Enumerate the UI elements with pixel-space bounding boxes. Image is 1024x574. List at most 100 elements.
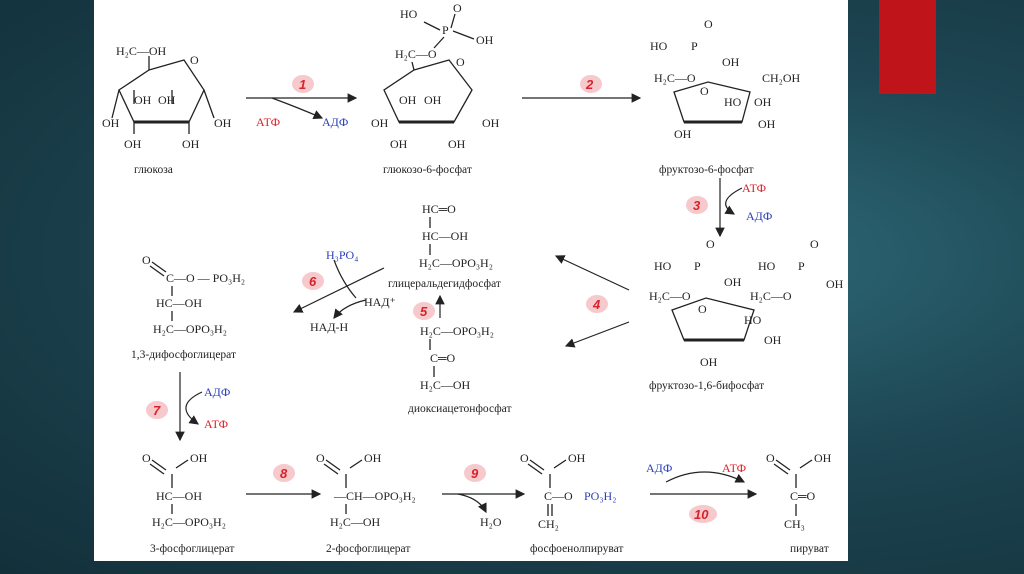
adp-label: АДФ <box>322 115 348 129</box>
f16bp-c1-group: H₂C—O <box>750 289 792 303</box>
step-6: 6 H₃PO₄ НАД⁺ НАД-Н <box>292 248 396 334</box>
carbonyl-oxygen: O <box>316 451 325 465</box>
carbonyl-oxygen: O <box>142 253 151 267</box>
carboxyl-oh: OH <box>364 451 382 465</box>
label-g6p: глюкозо-6-фосфат <box>383 164 472 176</box>
nad-label: НАД⁺ <box>364 295 396 309</box>
acyl-phosphate: C—O — PO₃H₂ <box>166 271 245 285</box>
phosphorus: P <box>691 39 698 53</box>
step-5: 5 <box>413 294 445 320</box>
phosphoryl-o: O <box>810 237 819 251</box>
g6p-oh: OH <box>482 116 500 130</box>
methylene-group: CH₂ <box>538 517 559 531</box>
glucose-6-phosphate-structure: HO P O OH H₂C—O O OH OH OH OH OH OH глюк… <box>371 1 500 176</box>
f6p-c1-group: CH₂OH <box>762 71 801 85</box>
glucose-oh: OH <box>134 93 152 107</box>
f6p-oh: OH <box>674 127 692 141</box>
atp-label: АТФ <box>742 181 766 195</box>
ring-oxygen: O <box>456 55 465 69</box>
fructose-6-phosphate-structure: HO P O OH H₂C—O CH₂OH O HO OH OH OH фрук… <box>650 17 801 176</box>
hc-oh-group: HC—OH <box>422 229 468 243</box>
glucose-oh: OH <box>124 137 142 151</box>
atp-label: АТФ <box>256 115 280 129</box>
g6p-oh: OH <box>390 137 408 151</box>
phosphate-group: H₂C—OPO₃H₂ <box>420 324 494 338</box>
label-pep: фосфоенолпируват <box>530 543 623 555</box>
atp-label: АТФ <box>204 417 228 431</box>
ho-group: HO <box>654 259 672 273</box>
phosphorus: P <box>798 259 805 273</box>
phosphate-group: H₂C—OPO₃H₂ <box>153 322 227 336</box>
p-oh: OH <box>476 33 494 47</box>
carbonyl-oxygen: O <box>520 451 529 465</box>
step-3: 3 АТФ АДФ <box>686 178 772 238</box>
adp-label: АДФ <box>646 461 672 475</box>
phosphate-group: H₂C—OPO₃H₂ <box>152 515 226 529</box>
hc-oh-group: HC—OH <box>156 296 202 310</box>
step-number: 10 <box>694 507 709 522</box>
methyl-group: CH₃ <box>784 517 805 531</box>
p-oh: OH <box>724 275 742 289</box>
phosphate-group: H₂C—OPO₃H₂ <box>419 256 493 270</box>
glycolysis-diagram: H₂C—OH O OH OH OH OH OH OH глюкоза 1 АТФ… <box>102 1 844 555</box>
adp-label: АДФ <box>746 209 772 223</box>
carbonyl-group: C═O <box>430 351 456 365</box>
atp-label: АТФ <box>722 461 746 475</box>
step-1: 1 АТФ АДФ <box>246 75 358 129</box>
2-phosphoglycerate-structure: O OH —CH—OPO₃H₂ H₂C—OH 2-фосфоглицерат <box>316 451 416 555</box>
f6p-oh: HO <box>724 95 742 109</box>
g6p-oh: OH <box>399 93 417 107</box>
ho-group: HO <box>758 259 776 273</box>
step-2: 2 <box>522 75 642 103</box>
p-oh: OH <box>826 277 844 291</box>
label-pg3: 3-фосфоглицерат <box>150 543 234 555</box>
aldehyde-group: HC═O <box>422 202 456 216</box>
ch-phosphate-group: —CH—OPO₃H₂ <box>333 489 416 503</box>
step-4: 4 <box>554 255 630 348</box>
step-8: 8 <box>246 464 322 499</box>
phosphoryl-o: O <box>704 17 713 31</box>
glucose-oh: OH <box>182 137 200 151</box>
pyruvate-structure: O OH C═O CH₃ пируват <box>766 451 832 555</box>
glucose-oh: OH <box>214 116 232 130</box>
glucose-oh: OH <box>102 116 120 130</box>
step-10: 10 АДФ АТФ <box>646 461 758 523</box>
f16bp-c6-group: H₂C—O <box>649 289 691 303</box>
carbonyl-oxygen: O <box>766 451 775 465</box>
carboxyl-oh: OH <box>190 451 208 465</box>
adp-label: АДФ <box>204 385 230 399</box>
ho-group: HO <box>650 39 668 53</box>
g6p-oh: OH <box>448 137 466 151</box>
glyceraldehyde-3-phosphate-structure: HC═O HC—OH H₂C—OPO₃H₂ глицеральдегидфосф… <box>388 202 501 290</box>
slide-panel: H₂C—OH O OH OH OH OH OH OH глюкоза 1 АТФ… <box>94 0 848 561</box>
g6p-oh: OH <box>371 116 389 130</box>
nadh-label: НАД-Н <box>310 320 349 334</box>
step-number: 5 <box>420 304 428 319</box>
ring-oxygen: O <box>190 53 199 67</box>
f16bp-oh: OH <box>764 333 782 347</box>
fructose-1-6-bisphosphate-structure: HO P O OH HO P O OH H₂C—O H₂C—O O HO OH … <box>649 237 844 392</box>
step-number: 2 <box>585 77 594 92</box>
glucose-oh: OH <box>158 93 176 107</box>
step-7: 7 АДФ АТФ <box>146 372 230 442</box>
g6p-c6-group: H₂C—O <box>395 47 437 61</box>
dihydroxyacetone-phosphate-structure: H₂C—OPO₃H₂ C═O H₂C—OH диоксиацетонфосфат <box>408 324 511 415</box>
carbonyl-oxygen: O <box>142 451 151 465</box>
ring-oxygen: O <box>700 84 709 98</box>
step-number: 3 <box>693 198 701 213</box>
step-number: 9 <box>471 466 479 481</box>
g6p-oh: OH <box>424 93 442 107</box>
p-oh: OH <box>722 55 740 69</box>
f6p-oh: OH <box>754 95 772 109</box>
1-3-bisphosphoglycerate-structure: O C—O — PO₃H₂ HC—OH H₂C—OPO₃H₂ 1,3-дифос… <box>131 253 245 361</box>
phosphoryl-o: O <box>453 1 462 15</box>
enol-ether: C—O <box>544 489 573 503</box>
f16bp-oh: OH <box>700 355 718 369</box>
h2c-oh-group: H₂C—OH <box>330 515 381 529</box>
phosphoenolpyruvate-structure: O OH C—O PO₃H₂ CH₂ фосфоенолпируват <box>520 451 623 555</box>
f6p-c6-group: H₂C—O <box>654 71 696 85</box>
step-number: 6 <box>309 274 317 289</box>
carboxyl-oh: OH <box>814 451 832 465</box>
label-bpg13: 1,3-дифосфоглицерат <box>131 349 236 361</box>
label-dhap: диоксиацетонфосфат <box>408 403 511 415</box>
